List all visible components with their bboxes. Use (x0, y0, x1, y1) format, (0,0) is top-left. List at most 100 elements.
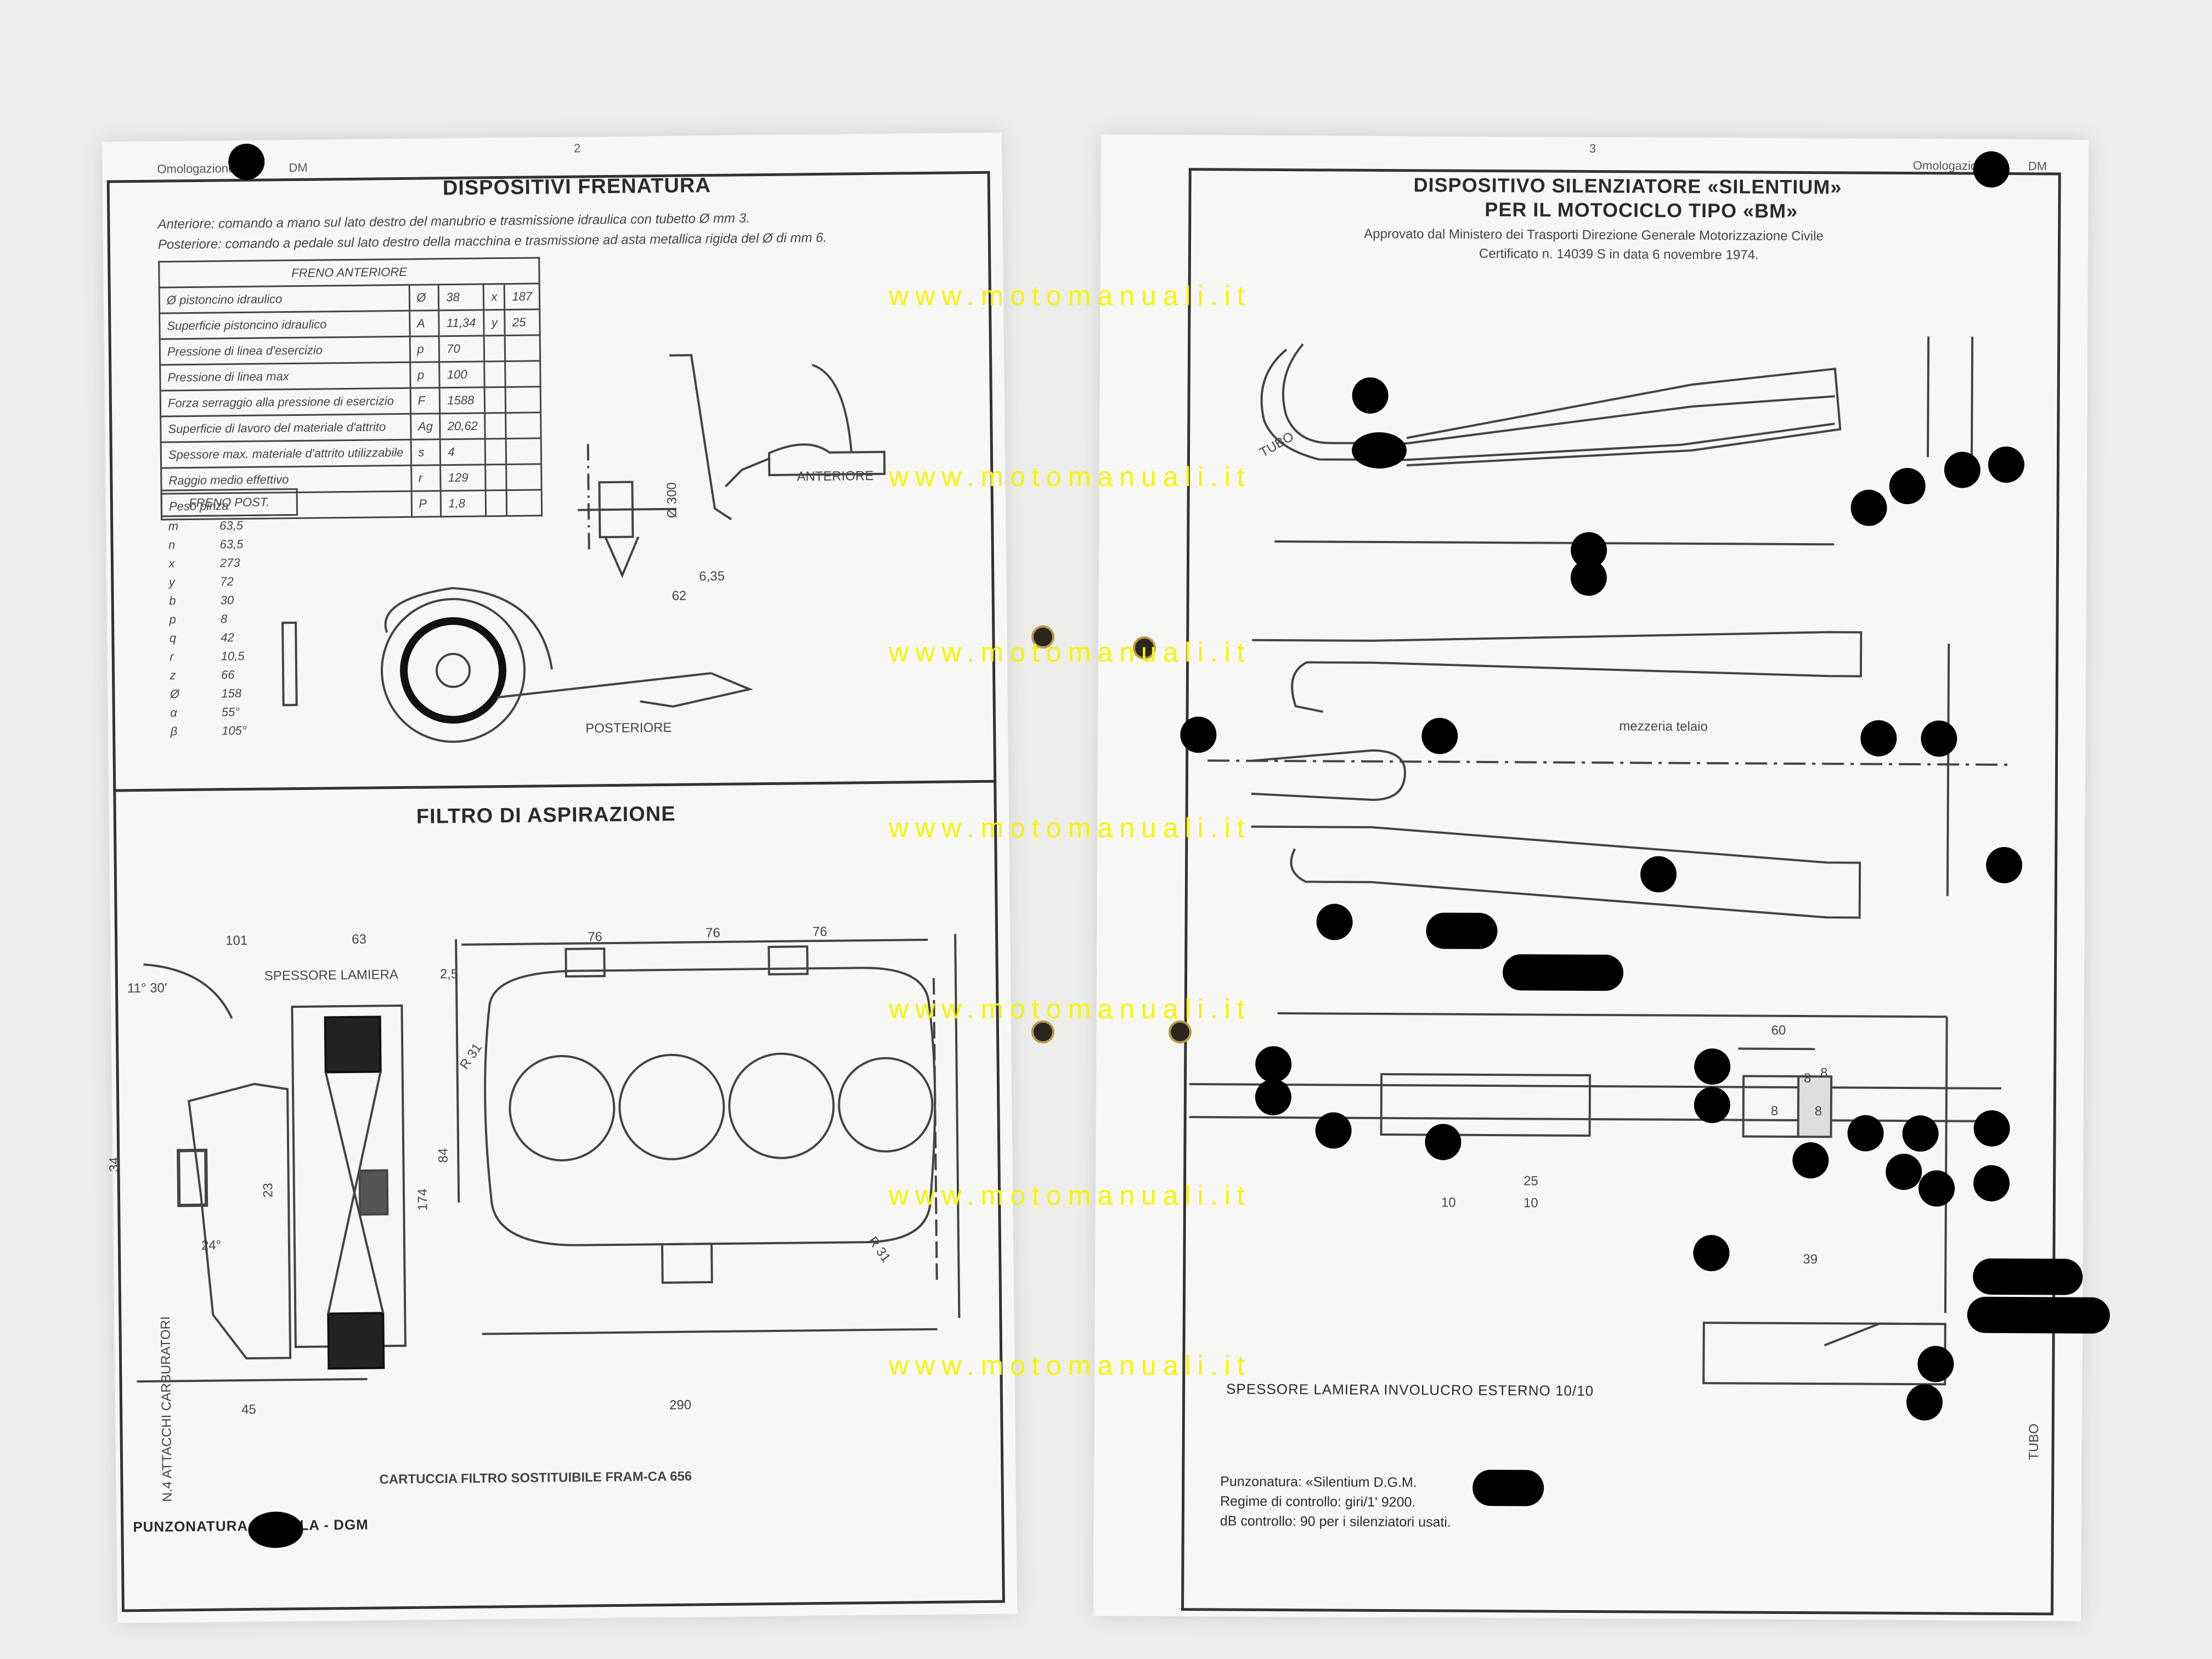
front-table-row: Spessore max. materiale d'attrito utiliz… (161, 438, 541, 469)
label-tubo-2: TUBO (2026, 1423, 2042, 1460)
front-table-cell-sym: P (411, 490, 442, 517)
redaction-mark (1973, 1258, 2083, 1295)
redaction-mark (1472, 1469, 1544, 1506)
front-table-cell-val2: 187 (504, 283, 540, 310)
watermark: www.motomanuali.it (889, 461, 1251, 492)
header-omologazione: Omologazione (157, 161, 235, 176)
watermark: www.motomanuali.it (889, 1350, 1251, 1381)
front-table-cell-val: 1,8 (441, 490, 487, 517)
redaction-mark (1570, 559, 1607, 596)
front-table-cell-label: Superficie di lavoro del materiale d'att… (160, 414, 411, 443)
front-table-header: FRENO ANTERIORE (159, 257, 540, 288)
binder-hole (1031, 625, 1054, 648)
punzonatura-text: Punzonatura: «Silentium D.G.M. (1220, 1474, 1417, 1491)
front-table-row: Superficie di lavoro del materiale d'att… (160, 412, 541, 443)
redaction-mark (1255, 1079, 1292, 1116)
redaction-mark (1918, 1170, 1955, 1207)
front-table-cell-label: Pressione di linea max (160, 362, 410, 391)
rear-table-cell-sym: q (169, 631, 177, 645)
brakes-title: DISPOSITIVI FRENATURA (442, 174, 712, 200)
front-table-cell-val2 (506, 412, 541, 439)
redaction-mark (1352, 377, 1389, 414)
front-table-cell-val: 4 (440, 438, 486, 465)
label-anteriore: ANTERIORE (797, 468, 874, 484)
filter-side-drawing (137, 963, 407, 1383)
rear-table-cell-sym: y (168, 575, 175, 589)
redaction-mark (1906, 1384, 1943, 1421)
front-table-cell-val2 (505, 360, 541, 387)
dim-8-c: 8 (1814, 1104, 1822, 1119)
front-table-cell-sym2: y (484, 309, 505, 336)
front-table-cell-sym2 (485, 413, 506, 439)
rear-table-row: y 72 (162, 572, 298, 592)
sheet-thickness-note: SPESSORE LAMIERA INVOLUCRO ESTERNO 10/10 (1226, 1380, 1594, 1400)
front-table-cell-val2 (506, 464, 542, 490)
front-table-cell-label: Pressione di linea d'esercizio (160, 336, 410, 365)
redaction-mark (1351, 432, 1407, 469)
redaction-mark (1967, 1296, 2111, 1334)
approval-text: Approvato dal Ministero dei Trasporti Di… (1364, 226, 1824, 244)
front-table-cell-val2: 25 (505, 309, 540, 336)
watermark: www.motomanuali.it (889, 994, 1251, 1024)
front-table-cell-val2 (505, 335, 540, 362)
rear-table-cell-sym: z (170, 668, 176, 682)
front-table-cell-sym2 (484, 335, 506, 362)
front-table-cell-val: 38 (438, 284, 484, 311)
front-brake-drawing (577, 354, 886, 578)
rear-table-cell-val: 30 (220, 593, 234, 607)
binder-hole (1031, 1020, 1054, 1043)
rear-table-cell-sym: α (170, 706, 177, 720)
right-page: 3 Omologazione DM DISPOSITIVO SILENZIATO… (1093, 134, 2111, 1621)
page-number: 3 (1589, 141, 1596, 156)
front-table-cell-sym2: x (483, 284, 505, 310)
redaction-mark (1693, 1234, 1730, 1272)
redaction-mark (1860, 720, 1897, 757)
front-table-cell-label: Spessore max. materiale d'attrito utiliz… (161, 439, 411, 469)
dim-34: 34 (106, 1157, 122, 1172)
dim-101: 101 (225, 933, 248, 949)
dim-25: 25 (1523, 1173, 1538, 1189)
rear-table-cell-val: 105° (221, 723, 247, 738)
front-table-cell-val2 (505, 386, 541, 413)
watermark: www.motomanuali.it (889, 637, 1251, 668)
binder-hole (1133, 636, 1156, 659)
front-table-cell-sym2 (486, 464, 507, 490)
redaction-mark (1316, 904, 1353, 940)
dim-300: Ø 300 (664, 482, 680, 518)
rear-table-header: FRENO POST. (161, 489, 297, 517)
redaction-mark (1973, 1165, 2010, 1202)
rear-table-cell-val: 10,5 (221, 648, 245, 663)
redaction-mark (1792, 1142, 1829, 1179)
redaction-mark (1902, 1115, 1939, 1152)
rear-table-cell-val: 42 (221, 630, 234, 645)
redaction-mark (1421, 718, 1458, 754)
front-table-cell-val2 (506, 489, 542, 516)
exhaust-side-drawing (1260, 336, 1974, 546)
watermark: www.motomanuali.it (889, 280, 1251, 311)
rear-table-cell-val: 72 (220, 574, 234, 589)
redaction-mark (228, 143, 265, 180)
certificate-text: Certificato n. 14039 S in data 6 novembr… (1479, 246, 1759, 263)
dim-63: 63 (352, 932, 367, 947)
dim-39: 39 (1803, 1252, 1818, 1267)
front-table-cell-val: 100 (439, 361, 485, 388)
rear-table-cell-val: 273 (219, 556, 240, 570)
front-table-cell-sym: Ag (410, 413, 441, 440)
redaction-mark (1973, 1110, 2010, 1147)
rear-table-cell-sym: n (168, 538, 176, 552)
left-page: Omologazione DM 2 DISPOSITIVI FRENATURA … (101, 132, 1018, 1623)
front-table-cell-val: 129 (441, 464, 486, 491)
redaction-mark (1694, 1048, 1731, 1085)
dim-8-b: 8 (1770, 1103, 1779, 1119)
rear-table-cell-sym: m (168, 519, 179, 533)
redaction-mark (1886, 1153, 1922, 1190)
